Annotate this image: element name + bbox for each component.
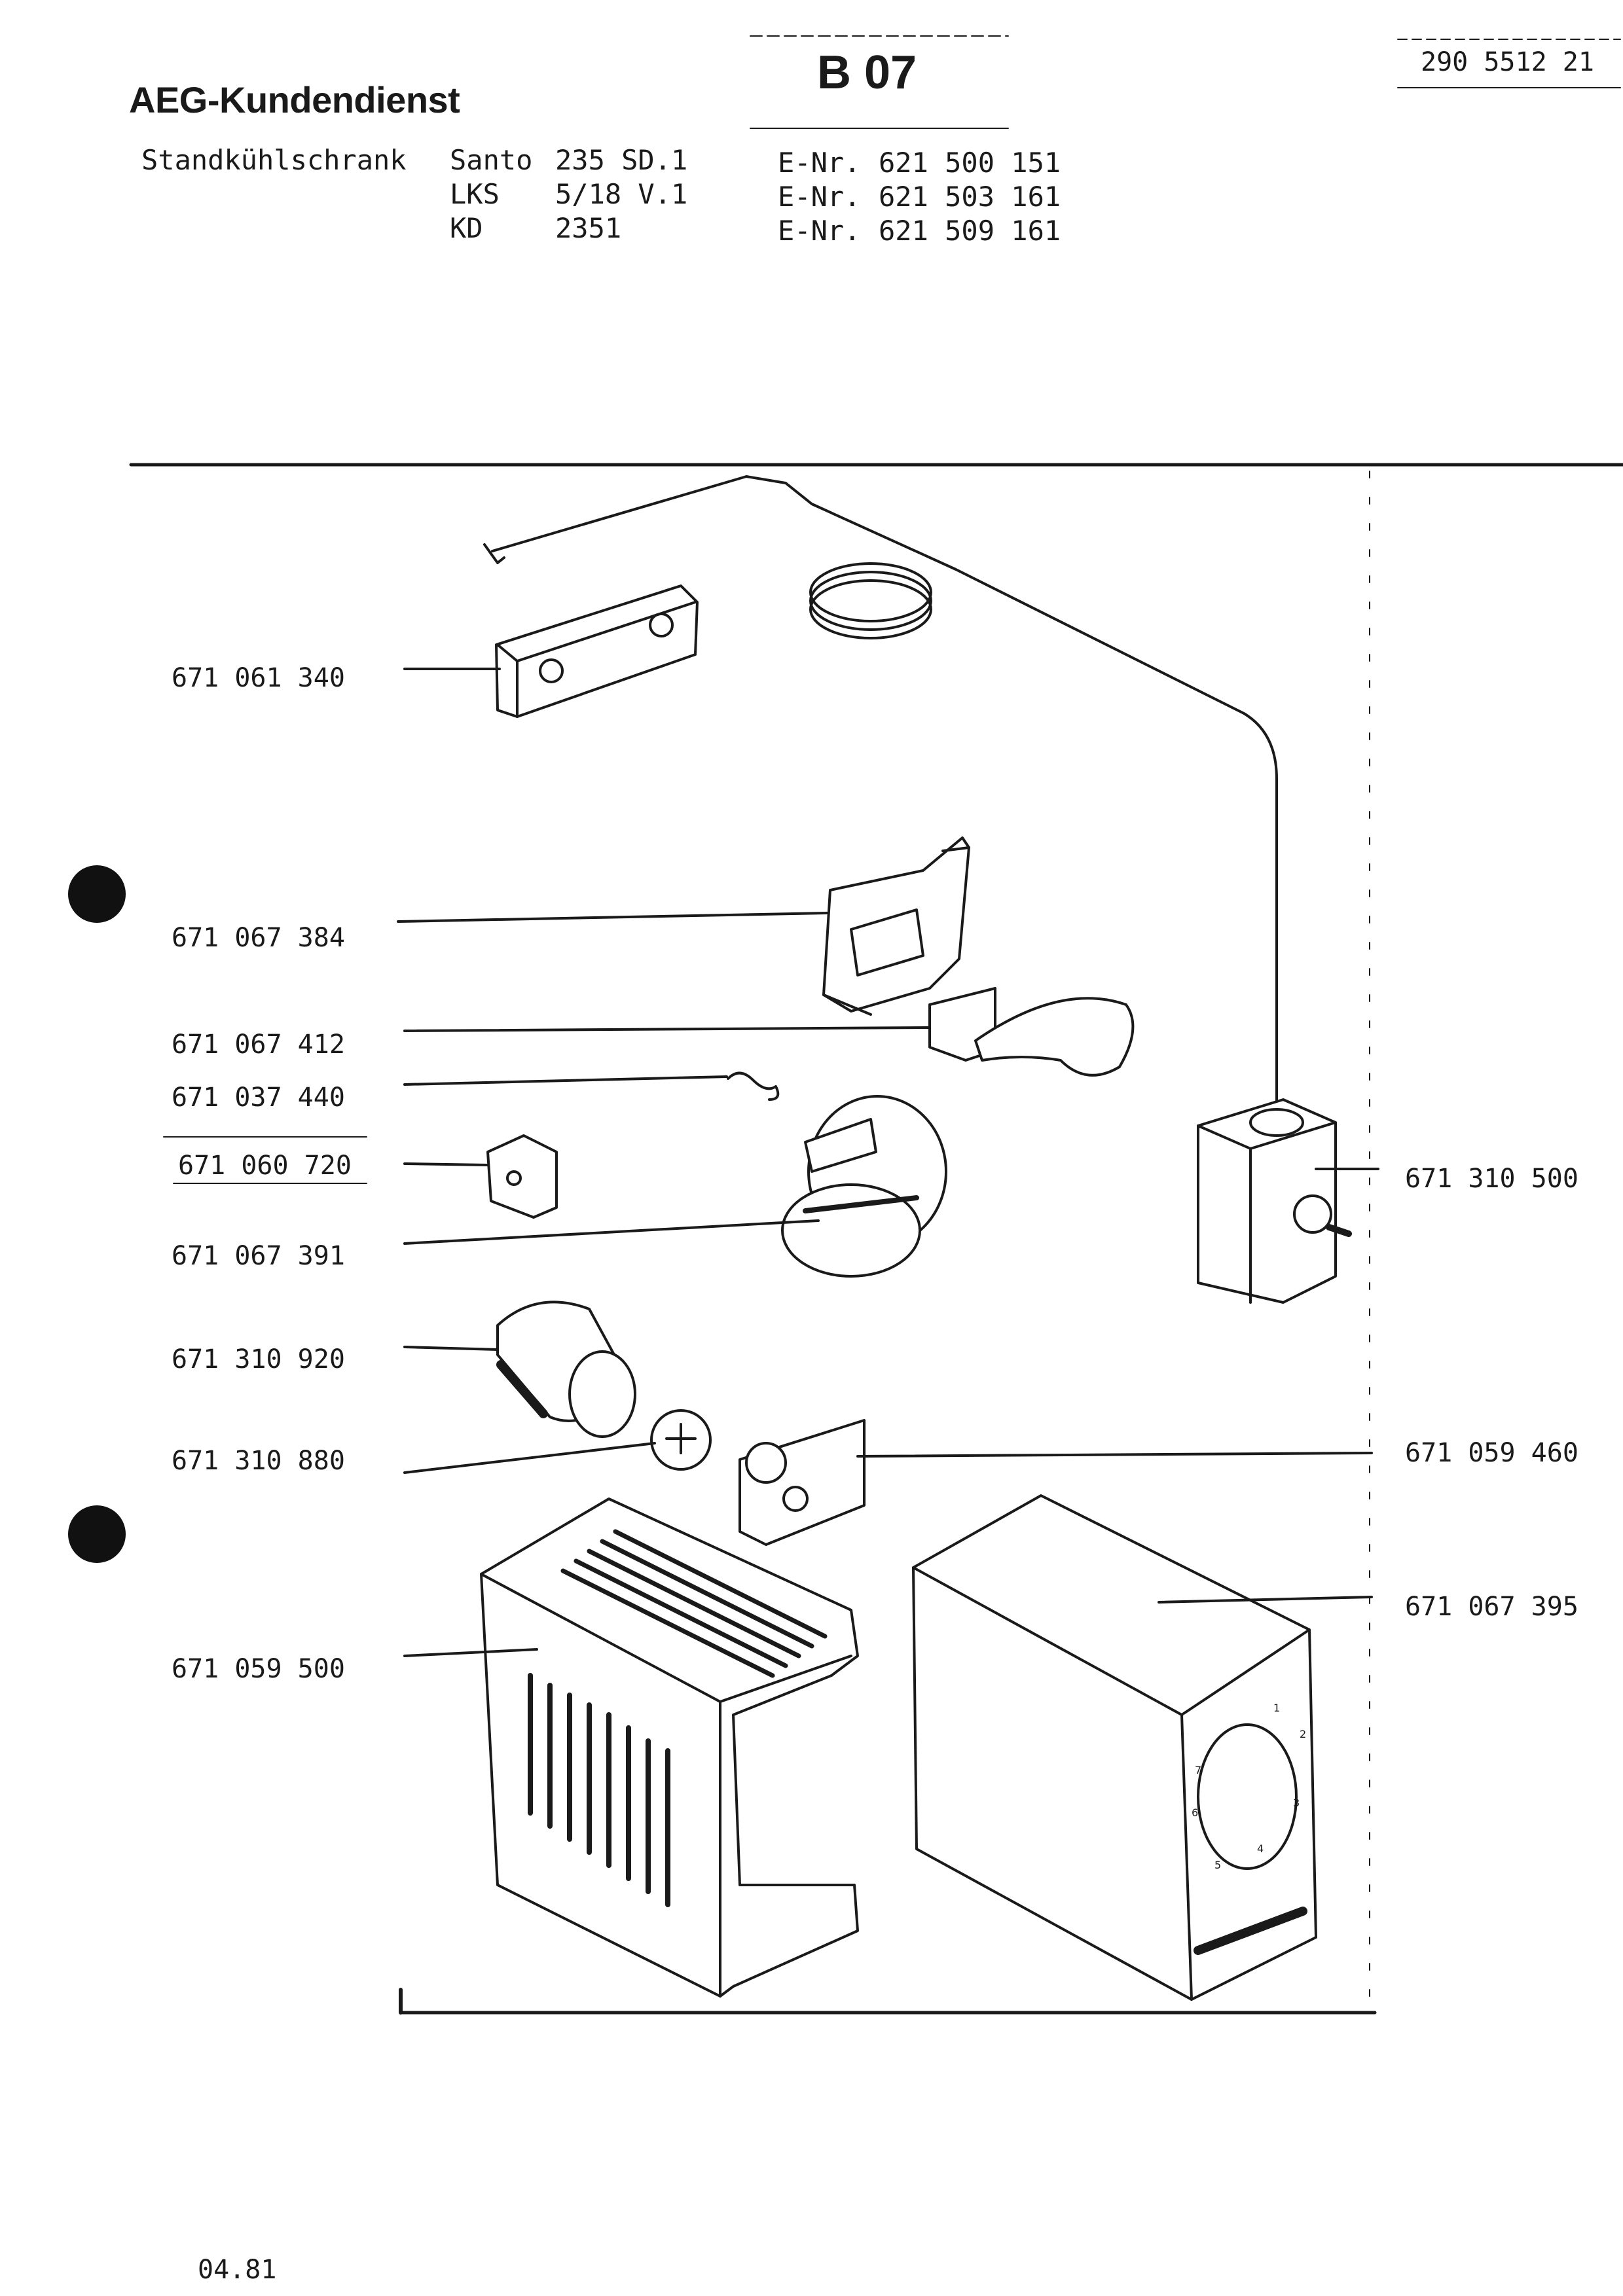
part-clip-edge (496, 601, 697, 718)
thermostat-shaft (1293, 1194, 1332, 1234)
dial-number: 6 (1192, 1806, 1198, 1819)
sensor-tip (483, 543, 505, 564)
document-number: 290 5512 21 (1421, 47, 1594, 77)
leader-line (403, 1075, 728, 1086)
thermostat-edge (1197, 1121, 1337, 1304)
leader-line (403, 1648, 538, 1657)
leader-line (403, 1162, 489, 1166)
dial-number: 7 (1195, 1764, 1201, 1776)
leader-line (403, 1442, 656, 1474)
nut-hole (506, 1170, 522, 1186)
model-name: LKS (450, 178, 500, 210)
sleeve-opening (568, 1350, 636, 1438)
knob-shaft (804, 1118, 877, 1173)
part-spring (727, 1071, 780, 1101)
part-plate (739, 1419, 866, 1546)
bracket-edge (822, 846, 970, 1016)
part-number-label: 671 059 500 (172, 1654, 345, 1684)
sleeve-hatching (496, 1360, 548, 1418)
leader-line (403, 1346, 499, 1351)
cover-slot (1194, 1907, 1307, 1955)
dial-window (1197, 1723, 1298, 1870)
leader-line (856, 1452, 1373, 1458)
enr-value: 621 503 161 (879, 181, 1061, 213)
thermostat-body (1197, 1098, 1337, 1304)
capillary-coil (809, 571, 932, 631)
bracket-window (850, 908, 924, 977)
leader-line (403, 1219, 820, 1245)
part-number-label: 671 067 391 (172, 1241, 345, 1271)
screw-hole (649, 613, 674, 637)
capillary-coil (809, 562, 932, 622)
appliance-type: Standkühlschrank (141, 144, 407, 176)
plate-bushing (745, 1442, 787, 1484)
footer-date: 04.81 (198, 2255, 277, 2285)
part-bracket (822, 836, 970, 1013)
part-number-label: 671 067 395 (1405, 1592, 1578, 1622)
knob-pointer (803, 1195, 919, 1213)
part-number-label: 671 067 412 (172, 1030, 345, 1060)
part-number-label: 671 310 500 (1405, 1164, 1578, 1194)
housing-ribs (560, 1529, 828, 1678)
part-nut (486, 1134, 558, 1219)
screw-hole (539, 658, 564, 683)
dial-number: 2 (1300, 1728, 1306, 1740)
dial-number: 5 (1214, 1859, 1221, 1871)
enr-value: 621 500 151 (879, 147, 1061, 179)
thermostat-port (1249, 1108, 1304, 1137)
thermostat-spindle (1326, 1224, 1352, 1237)
part-slider-tongue (974, 997, 1135, 1077)
plate-hole (782, 1486, 809, 1512)
housing-edge (480, 1573, 852, 1998)
part-number-label: 671 059 460 (1405, 1438, 1578, 1468)
part-number-label: 671 060 720 (178, 1151, 352, 1181)
screw-slot (665, 1423, 697, 1454)
marker-dot (68, 865, 126, 923)
capillary-tube (491, 475, 1278, 1127)
leader-line (397, 912, 828, 923)
dial-number: 1 (1273, 1702, 1280, 1714)
leader-line (403, 1026, 930, 1032)
enr-label: E-Nr. (778, 147, 861, 179)
model-code: 2351 (555, 212, 622, 244)
marker-dot (68, 1505, 126, 1563)
model-name: KD (450, 212, 483, 244)
part-number-label: 671 061 340 (172, 663, 345, 693)
model-name: Santo (450, 144, 533, 176)
enr-label: E-Nr. (778, 215, 861, 247)
brand-title: AEG-Kundendienst (129, 79, 460, 120)
capillary-coil (809, 579, 932, 639)
enr-value: 621 509 161 (879, 215, 1061, 247)
part-number-label: 671 067 384 (172, 923, 345, 953)
dial-number: 4 (1257, 1842, 1264, 1855)
housing-vents (528, 1673, 670, 1907)
model-code: 5/18 V.1 (555, 178, 688, 210)
leader-line (1158, 1596, 1373, 1604)
part-number-label: 671 310 920 (172, 1344, 345, 1374)
part-number-label: 671 037 440 (172, 1083, 345, 1113)
cover-edge (912, 1566, 1311, 2001)
sheet-id: B 07 (817, 46, 917, 99)
enr-label: E-Nr. (778, 181, 861, 213)
model-code: 235 SD.1 (555, 144, 688, 176)
part-number-label: 671 310 880 (172, 1446, 345, 1476)
part-clip (495, 584, 699, 718)
dial-number: 3 (1293, 1797, 1300, 1809)
